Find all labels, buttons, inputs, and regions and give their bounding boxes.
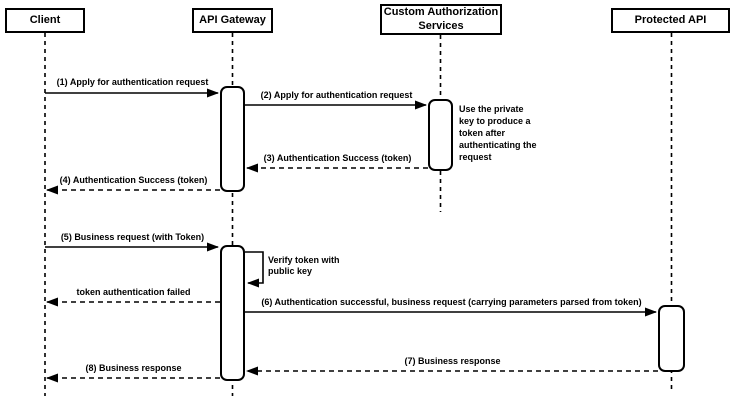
- message-label-token-failed: token authentication failed: [76, 287, 191, 297]
- participant-label-api-gateway: API Gateway: [199, 13, 266, 26]
- arrow-self-verify-token: [245, 251, 264, 288]
- participant-box-protected-api: Protected API: [611, 8, 730, 33]
- message-label-4: (4) Authentication Success (token): [59, 175, 208, 185]
- participant-box-client: Client: [5, 8, 85, 33]
- activation-api-gateway-auth-phase: [220, 86, 245, 192]
- message-label-5: (5) Business request (with Token): [60, 232, 205, 242]
- activation-api-gateway-business-phase: [220, 245, 245, 381]
- participant-box-custom-authorization-services: Custom Authorization Services: [380, 4, 502, 35]
- message-label-verify-token: Verify token with public key: [268, 255, 340, 277]
- message-label-1: (1) Apply for authentication request: [56, 77, 209, 87]
- message-label-3: (3) Authentication Success (token): [263, 153, 412, 163]
- message-label-6: (6) Authentication successful, business …: [261, 297, 642, 307]
- message-label-8: (8) Business response: [85, 363, 182, 373]
- participant-label-protected-api: Protected API: [634, 13, 707, 26]
- participant-label-client: Client: [29, 13, 61, 26]
- participant-box-api-gateway: API Gateway: [192, 8, 273, 33]
- note-private-key: Use the private key to produce a token a…: [459, 104, 537, 162]
- activation-custom-authorization-services: [428, 99, 453, 171]
- message-label-2: (2) Apply for authentication request: [260, 90, 413, 100]
- message-label-7: (7) Business response: [404, 356, 501, 366]
- participant-label-custom-authorization-services: Custom Authorization Services: [383, 6, 499, 32]
- activation-protected-api: [658, 305, 685, 372]
